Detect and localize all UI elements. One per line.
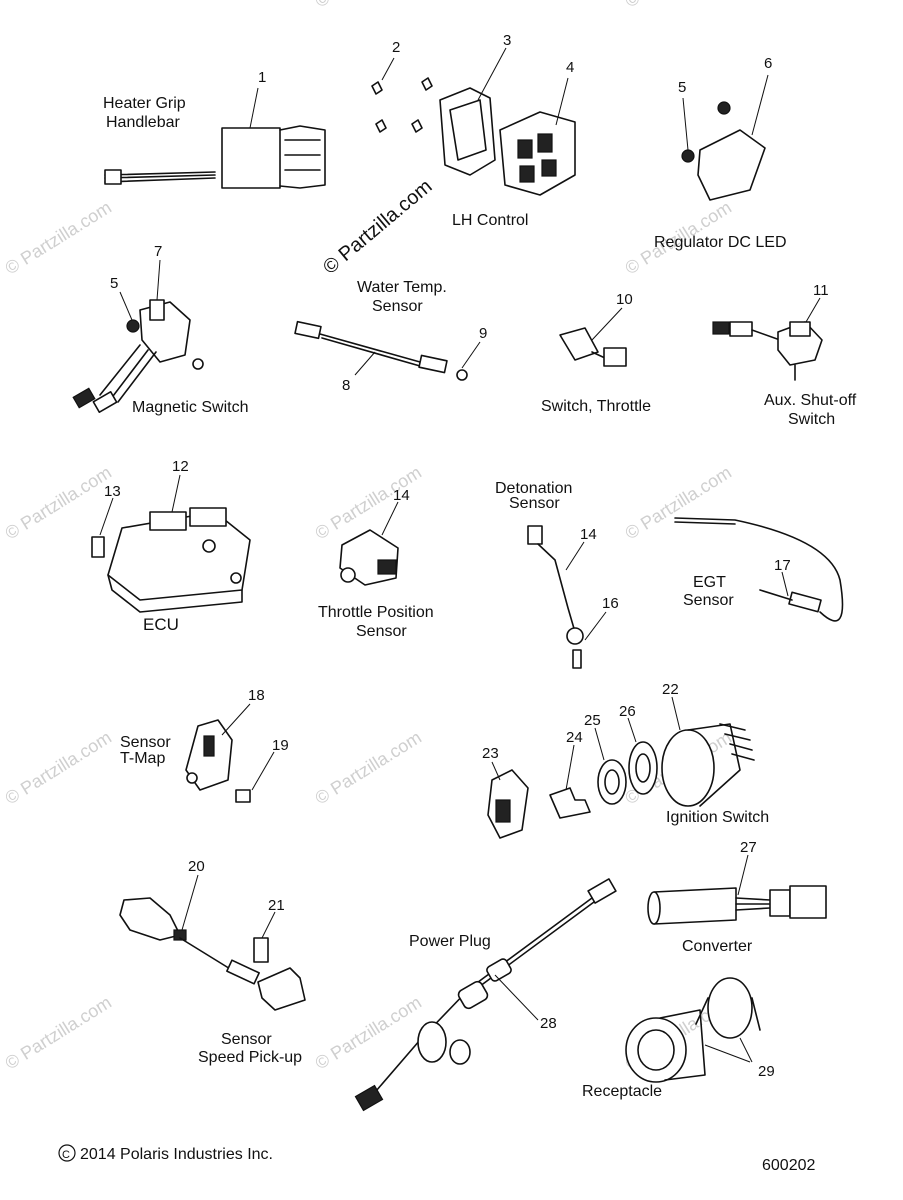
label-ecu: ECU (143, 615, 179, 634)
label-tmap-line1: Sensor (120, 734, 171, 751)
label-egt-line2: Sensor (683, 592, 734, 609)
callout-29: 29 (758, 1063, 775, 1080)
label-aux-shutoff-line1: Aux. Shut-off (764, 392, 857, 409)
watermark: © Partzilla.com (2, 727, 115, 808)
part-tmap-sensor (185, 703, 275, 803)
callout-17: 17 (774, 557, 791, 574)
callout-2: 2 (392, 39, 400, 56)
watermark: © Partzilla.com (2, 462, 115, 543)
label-speed-line2: Speed Pick-up (198, 1049, 302, 1066)
callout-26: 26 (619, 703, 636, 720)
part-ignition-switch (487, 696, 755, 839)
part-throttle-position-sensor (339, 501, 399, 586)
label-heater-grip-line1: Heater Grip (103, 95, 186, 112)
watermark: © Partzilla.com (312, 992, 425, 1073)
callout-19: 19 (272, 737, 289, 754)
figure-number: 600202 (762, 1157, 815, 1174)
label-magnetic-switch: Magnetic Switch (132, 399, 249, 416)
part-detonation-sensor (527, 525, 607, 669)
callout-24: 24 (566, 729, 583, 746)
callout-11: 11 (813, 282, 829, 299)
callout-13: 13 (104, 483, 121, 500)
watermark: © Partzilla.com (312, 0, 425, 11)
label-heater-grip-line2: Handlebar (106, 114, 181, 131)
callout-18: 18 (248, 687, 265, 704)
label-power-plug: Power Plug (409, 933, 491, 950)
callout-20: 20 (188, 858, 205, 875)
part-heater-grip (104, 87, 326, 189)
part-converter (647, 854, 827, 925)
copyright-c-glyph: C (62, 1149, 70, 1161)
part-magnetic-switch (72, 259, 204, 413)
label-regulator: Regulator DC LED (654, 234, 787, 251)
label-switch-throttle: Switch, Throttle (541, 398, 651, 415)
watermark: © Partzilla.com (2, 992, 115, 1073)
callout-5: 5 (678, 79, 686, 96)
label-lh-control: LH Control (452, 212, 528, 229)
callout-22: 22 (662, 681, 679, 698)
callout-12: 12 (172, 458, 189, 475)
callout-21: 21 (268, 897, 285, 914)
label-converter: Converter (682, 938, 753, 955)
callout-27: 27 (740, 839, 757, 856)
label-receptacle: Receptacle (582, 1083, 662, 1100)
part-aux-shutoff-switch (712, 297, 823, 381)
copyright-text: 2014 Polaris Industries Inc. (80, 1146, 273, 1163)
part-power-plug (354, 878, 617, 1112)
part-lh-control (371, 47, 576, 196)
copyright-line: C 2014 Polaris Industries Inc. (58, 1144, 273, 1163)
callout-7: 7 (154, 243, 162, 260)
callout-23: 23 (482, 745, 499, 762)
part-receptacle (625, 977, 761, 1083)
part-egt-sensor (674, 517, 844, 622)
callout-28: 28 (540, 1015, 557, 1032)
label-tmap-line2: T-Map (120, 750, 165, 767)
watermark: © Partzilla.com (2, 197, 115, 278)
label-detonation-line2: Sensor (509, 495, 560, 512)
callout-8: 8 (342, 377, 350, 394)
callout-4: 4 (566, 59, 574, 76)
callout-6: 6 (764, 55, 772, 72)
part-speed-pickup-sensor (119, 874, 306, 1011)
watermark: © Partzilla.com (312, 727, 425, 808)
callout-16: 16 (602, 595, 619, 612)
callout-15: 14 (580, 526, 597, 543)
callout-25: 25 (584, 712, 601, 729)
callout-14: 14 (393, 487, 410, 504)
label-speed-line1: Sensor (221, 1031, 272, 1048)
part-ecu (91, 474, 251, 613)
label-water-temp-line2: Sensor (372, 298, 423, 315)
part-throttle-switch (559, 307, 627, 367)
callout-3: 3 (503, 32, 511, 49)
label-water-temp-line1: Water Temp. (357, 279, 447, 296)
callout-10: 10 (616, 291, 633, 308)
part-regulator (681, 74, 769, 201)
callout-5b: 5 (110, 275, 118, 292)
copyright-icon (58, 1144, 76, 1162)
label-aux-shutoff-line2: Switch (788, 411, 835, 428)
label-egt-line1: EGT (693, 574, 726, 591)
label-ignition-switch: Ignition Switch (666, 809, 769, 826)
label-detonation-line1: Detonation (495, 480, 572, 497)
watermark: © Partzilla.com (622, 462, 735, 543)
watermark: © Partzilla.com (622, 0, 735, 11)
part-water-temp-sensor (294, 320, 481, 381)
label-tps-line1: Throttle Position (318, 604, 434, 621)
callout-1: 1 (258, 69, 266, 86)
callout-9: 9 (479, 325, 487, 342)
partzilla-watermark-dark: © Partzilla.com (319, 175, 436, 278)
label-tps-line2: Sensor (356, 623, 407, 640)
